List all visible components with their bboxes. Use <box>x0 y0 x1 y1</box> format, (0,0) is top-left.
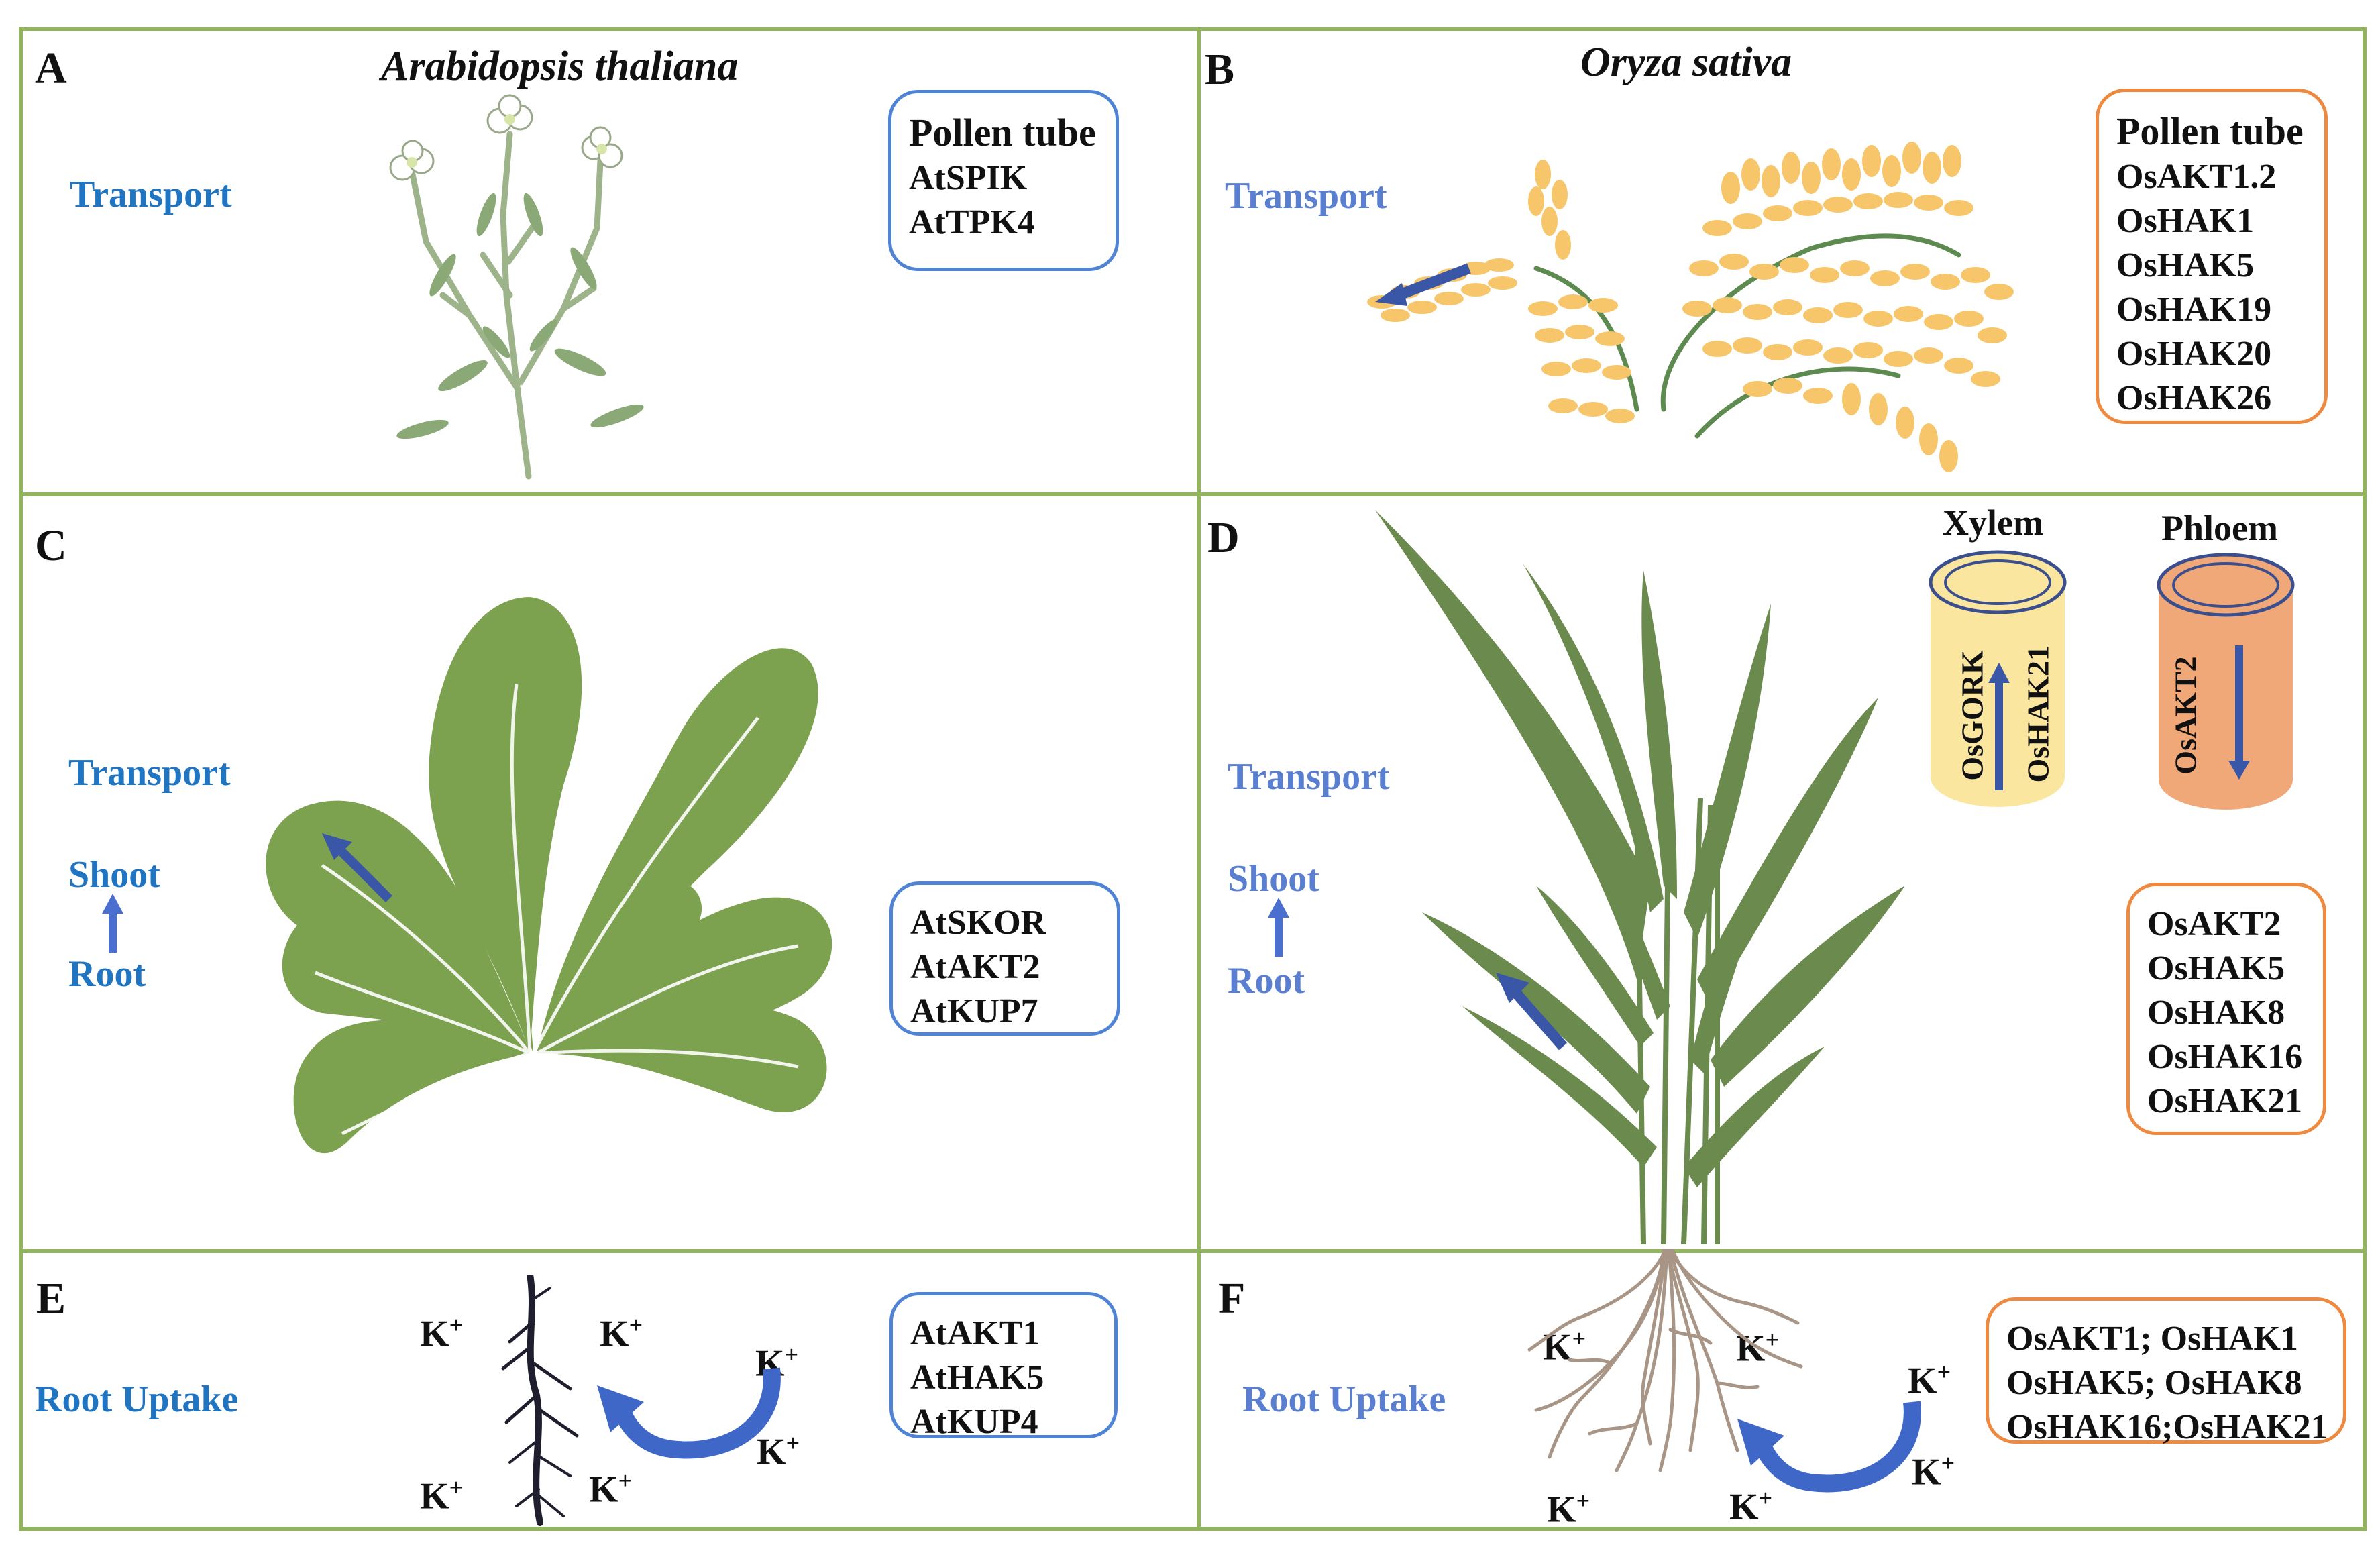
potassium-ion-label: K+ <box>420 1311 464 1355</box>
gene-label: OsHAK16;OsHAK21 <box>2006 1408 2328 1446</box>
potassium-ion-label: K+ <box>1912 1450 1955 1493</box>
root-uptake-label-e: Root Uptake <box>35 1379 239 1420</box>
panel-label-a: A <box>35 44 67 93</box>
rice-panicle-illustration <box>1367 142 2014 472</box>
arabidopsis-rosette-illustration <box>266 597 832 1154</box>
species-title-arabidopsis: Arabidopsis thaliana <box>381 44 739 89</box>
xylem-vessel-cylinder <box>1929 550 2067 807</box>
arabidopsis-flowering-plant-illustration <box>389 94 644 480</box>
gene-label: OsHAK1 <box>2116 202 2255 240</box>
potassium-ion-label: K+ <box>757 1430 800 1473</box>
gene-box-d: OsAKT2 OsHAK5 OsHAK8 OsHAK16 OsHAK21 <box>2126 883 2326 1135</box>
xylem-title: Xylem <box>1943 502 2043 543</box>
gene-label: OsAKT2 <box>2147 905 2281 943</box>
potassium-ion-label: K+ <box>1543 1325 1586 1369</box>
transport-label-c: Transport <box>68 752 231 794</box>
potassium-ion-label: K+ <box>420 1474 464 1517</box>
gene-box-a: Pollen tube AtSPIK AtTPK4 <box>888 90 1119 271</box>
gene-label: AtKUP7 <box>910 992 1038 1030</box>
panel-label-e: E <box>36 1274 66 1323</box>
gene-label: OsHAK16 <box>2147 1038 2303 1076</box>
xylem-gene-label: OsGORK <box>1955 650 1990 781</box>
rice-root-illustration <box>1527 1249 1803 1472</box>
species-title-oryza: Oryza sativa <box>1580 40 1792 85</box>
gene-label: AtSPIK <box>909 159 1028 197</box>
shoot-arrow-up-d <box>1268 898 1289 957</box>
potassium-ion-label: K+ <box>1729 1485 1773 1528</box>
xylem-gene-label: OsHAK21 <box>2020 645 2055 783</box>
shoot-label-c: Shoot <box>68 854 160 896</box>
gene-label: OsAKT1; OsHAK1 <box>2006 1320 2298 1358</box>
panel-f <box>1197 1249 2367 1531</box>
shoot-arrow-up-c <box>102 894 123 953</box>
potassium-ion-label: K+ <box>600 1311 643 1355</box>
gene-box-e: AtAKT1 AtHAK5 AtKUP4 <box>889 1292 1118 1441</box>
gene-label: AtTPK4 <box>909 203 1035 242</box>
transport-label-d: Transport <box>1228 756 1390 798</box>
gene-box-f: OsAKT1; OsHAK1 OsHAK5; OsHAK8 OsHAK16;Os… <box>1986 1297 2346 1446</box>
gene-label: OsHAK5 <box>2147 949 2285 987</box>
panel-label-b: B <box>1205 45 1235 94</box>
gene-label: AtKUP4 <box>910 1403 1038 1441</box>
rice-plant-illustration <box>1375 510 1905 1245</box>
root-uptake-label-f: Root Uptake <box>1242 1379 1446 1420</box>
root-label-c: Root <box>68 953 146 995</box>
panel-label-c: C <box>35 521 67 570</box>
phloem-vessel-cylinder <box>2157 553 2295 810</box>
transport-label-a: Transport <box>70 174 232 215</box>
uptake-arrow-f <box>1737 1401 1921 1493</box>
phloem-gene-label: OsAKT2 <box>2168 656 2203 775</box>
gene-label: OsHAK19 <box>2116 290 2272 329</box>
gene-label: AtAKT1 <box>910 1314 1040 1352</box>
gene-label: OsHAK26 <box>2116 379 2272 417</box>
gene-label: OsHAK5; OsHAK8 <box>2006 1364 2302 1402</box>
potassium-ion-label: K+ <box>589 1467 633 1511</box>
gene-label: OsAKT1.2 <box>2116 158 2277 196</box>
panel-label-d: D <box>1207 513 1240 562</box>
potassium-ion-label: K+ <box>1547 1487 1590 1531</box>
gene-label: OsHAK21 <box>2147 1082 2303 1120</box>
gene-box-header: Pollen tube <box>2116 109 2304 153</box>
gene-label: AtSKOR <box>910 904 1046 942</box>
gene-box-c: AtSKOR AtAKT2 AtKUP7 <box>889 881 1120 1036</box>
transport-label-b: Transport <box>1225 175 1387 217</box>
panel-label-f: F <box>1218 1274 1246 1323</box>
gene-label: AtHAK5 <box>910 1358 1044 1397</box>
root-label-d: Root <box>1228 960 1305 1002</box>
gene-label: OsHAK20 <box>2116 335 2272 373</box>
gene-label: AtAKT2 <box>910 948 1040 986</box>
shoot-label-d: Shoot <box>1228 858 1319 900</box>
potassium-ion-label: K+ <box>1908 1358 1951 1402</box>
uptake-arrow-e <box>597 1367 781 1459</box>
gene-box-b: Pollen tube OsAKT1.2 OsHAK1 OsHAK5 OsHAK… <box>2096 89 2328 424</box>
arabidopsis-root-illustration <box>501 1275 579 1526</box>
gene-label: OsHAK5 <box>2116 246 2255 284</box>
phloem-title: Phloem <box>2161 508 2278 548</box>
gene-label: OsHAK8 <box>2147 994 2285 1032</box>
gene-box-header: Pollen tube <box>909 111 1096 154</box>
